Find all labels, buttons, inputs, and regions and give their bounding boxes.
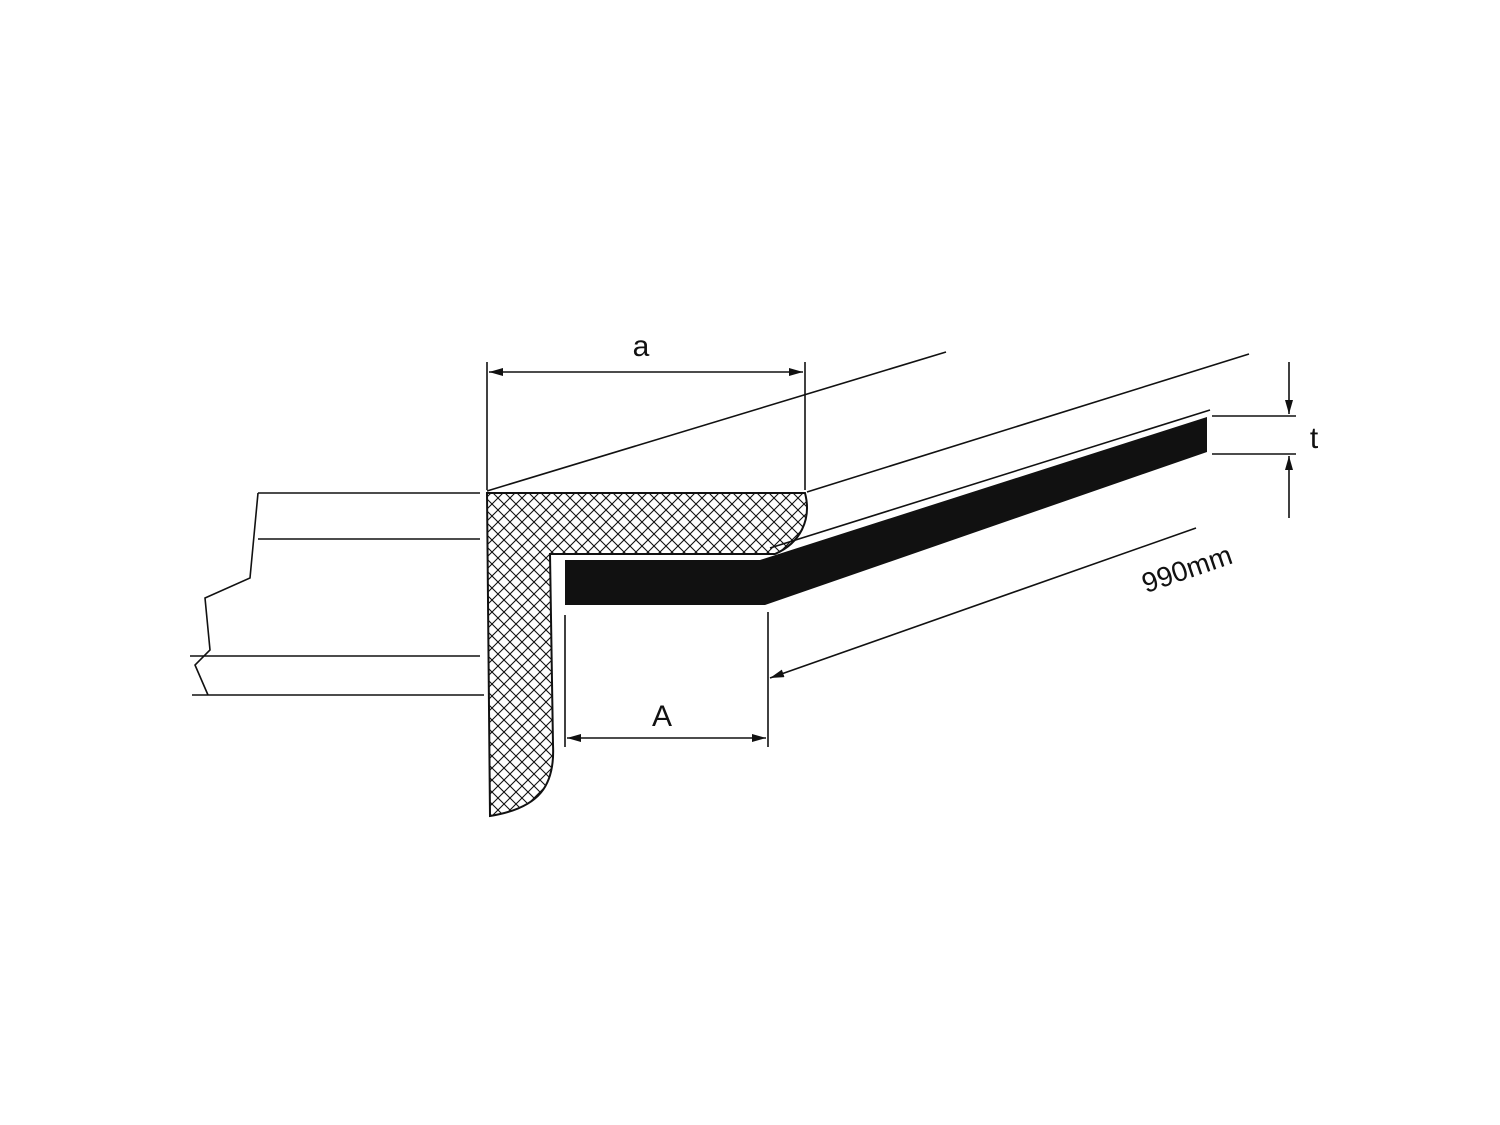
dimension-t-label: t (1310, 422, 1319, 455)
length-label: 990mm (1138, 539, 1236, 599)
dimension-A: A (564, 612, 769, 747)
break-line (194, 492, 259, 696)
dimension-A-label: A (652, 700, 672, 733)
dimension-a: a (486, 330, 806, 490)
dimension-t: t (1212, 362, 1319, 518)
left-panel (190, 492, 484, 696)
perspective-lines (486, 351, 1250, 549)
hatched-trim-section (485, 492, 808, 818)
dimension-a-label: a (633, 330, 650, 363)
bent-strip (565, 417, 1207, 605)
